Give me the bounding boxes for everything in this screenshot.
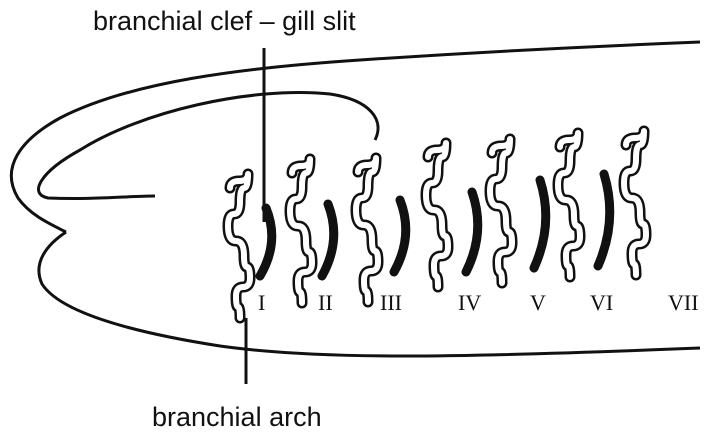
gill-cleft: [322, 204, 334, 276]
gill-cleft: [394, 200, 406, 272]
arch-numeral: II: [318, 290, 333, 315]
arch-numeral: IV: [458, 290, 481, 315]
gill-cleft: [534, 180, 546, 268]
arch-numeral: VI: [590, 290, 613, 315]
arch-numeral: III: [380, 290, 402, 315]
arch-numeral: V: [530, 290, 546, 315]
gill-cleft: [260, 208, 272, 276]
branchial-arch-label: branchial arch: [152, 402, 322, 432]
arch-numeral: I: [258, 290, 265, 315]
gill-cleft: [598, 174, 610, 266]
arch-numeral: VII: [668, 290, 699, 315]
gill-cleft: [466, 192, 478, 272]
head-inner-curve: [38, 93, 378, 199]
gill-slit-label: branchial clef – gill slit: [93, 6, 356, 36]
